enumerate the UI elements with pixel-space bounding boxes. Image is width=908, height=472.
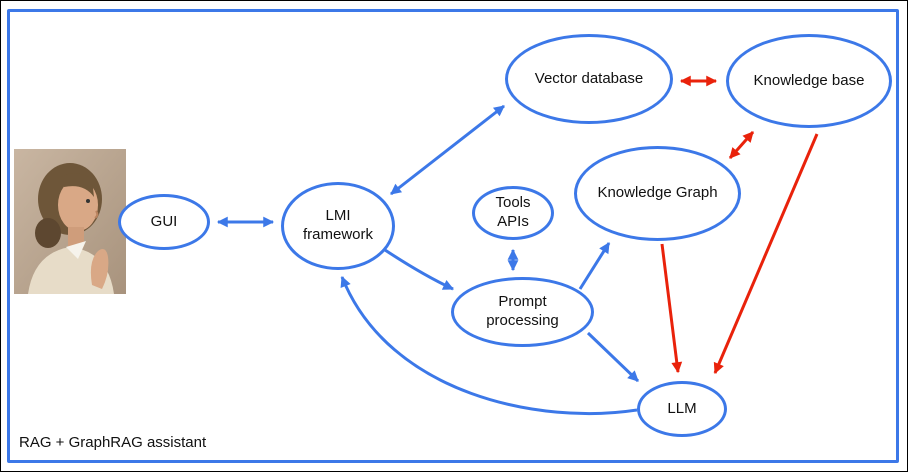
edge-lmi-vectordb — [390, 104, 505, 196]
woman-portrait-illustration — [14, 149, 126, 294]
node-knowledge-base: Knowledge base — [726, 34, 892, 128]
node-vector-database: Vector database — [505, 34, 673, 124]
node-knowledge-graph-label: Knowledge Graph — [597, 184, 718, 202]
edge-knowledgebase-knowledgegraph — [728, 131, 755, 159]
user-photo — [14, 149, 126, 294]
diagram-caption: RAG + GraphRAG assistant — [19, 434, 207, 451]
node-vector-database-label: Vector database — [534, 69, 644, 87]
node-tools-apis-label: Tools APIs — [495, 194, 531, 230]
node-gui: GUI — [118, 194, 210, 250]
node-prompt-processing-label: Prompt processing — [486, 293, 559, 329]
edge-llm-lmi-curved — [340, 275, 638, 416]
node-gui-label: GUI — [150, 212, 178, 230]
edge-promptprocessing-llm — [586, 331, 640, 383]
edge-knowledgegraph-llm — [660, 243, 683, 374]
node-knowledge-base-label: Knowledge base — [753, 71, 865, 89]
edge-promptprocessing-knowledgegraph — [578, 242, 611, 290]
node-knowledge-graph: Knowledge Graph — [574, 146, 741, 241]
node-lmi-framework: LMI framework — [281, 182, 395, 270]
edge-knowledgebase-llm — [713, 133, 819, 374]
node-lmi-framework-label: LMI framework — [302, 207, 373, 243]
edge-lmi-promptprocessing — [384, 248, 454, 291]
node-llm: LLM — [637, 381, 727, 437]
node-llm-label: LLM — [667, 399, 697, 417]
node-tools-apis: Tools APIs — [472, 186, 554, 240]
node-prompt-processing: Prompt processing — [451, 277, 594, 347]
